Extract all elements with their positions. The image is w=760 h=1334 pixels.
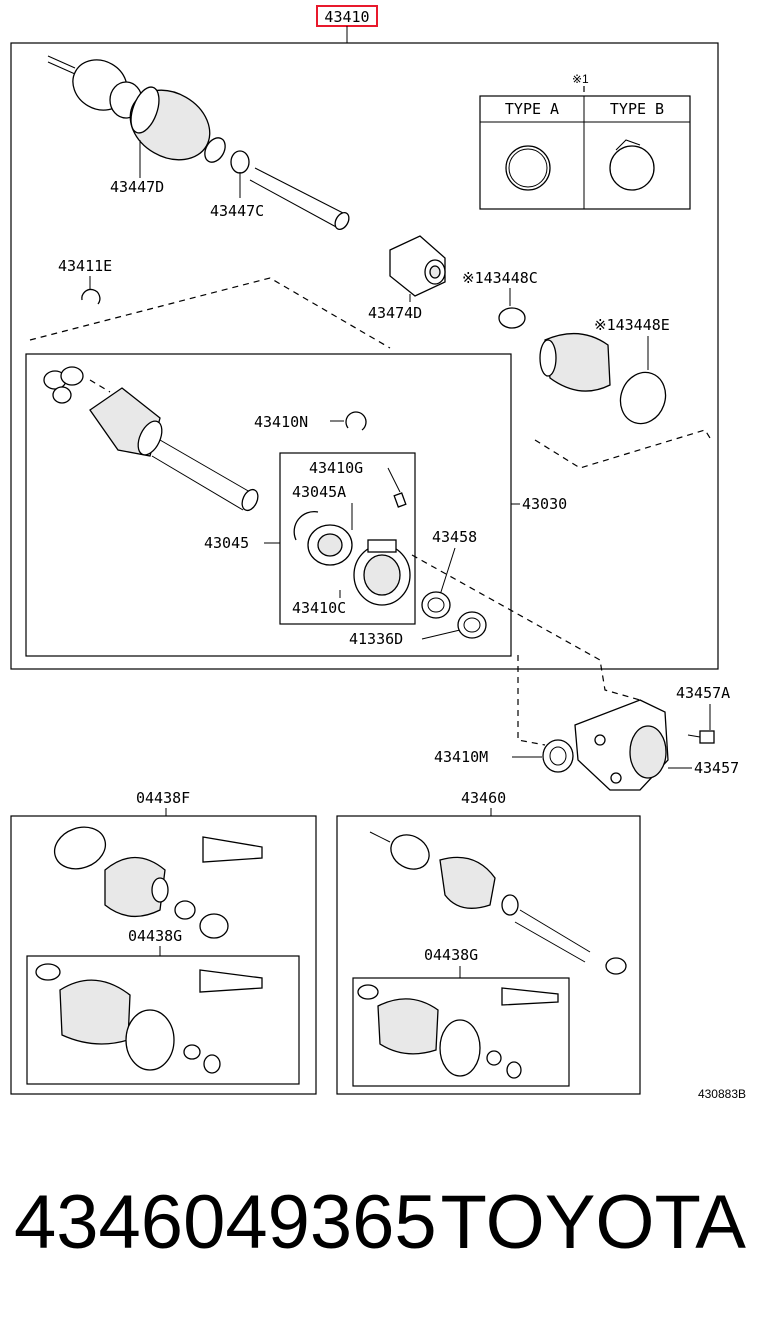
label-04438F[interactable]: 04438F [136, 789, 190, 807]
label-43410M[interactable]: 43410M [434, 748, 488, 766]
clamp-type-b-icon [609, 145, 655, 191]
label-43447C[interactable]: 43447C [210, 202, 264, 220]
boot-kit-subframe-left [26, 955, 300, 1085]
boot-kit-frame-04438F [10, 815, 317, 1095]
dash-leader-right [534, 429, 711, 469]
boot-kit-subframe-right [352, 977, 570, 1087]
leader-41336D [421, 629, 461, 640]
assembly-number-label[interactable]: 43410 [324, 8, 369, 26]
part-number: 4346049365 [14, 1180, 437, 1265]
seal-43410M [542, 739, 574, 773]
label-43448E[interactable]: ※143448E [594, 316, 670, 334]
outer-joint-43460-drawing [369, 831, 627, 975]
label-43458[interactable]: 43458 [432, 528, 477, 546]
boot-kit-04438G-right-drawing [357, 984, 559, 1079]
clamp-type-a-label: TYPE A [505, 100, 559, 118]
pin-43410G [393, 492, 407, 508]
bolt-43457A [687, 730, 715, 744]
boot-kit-04438F-drawing [53, 826, 263, 939]
boot-43448E [539, 332, 667, 425]
drawing-number: 430883B [698, 1087, 746, 1101]
label-04438G-left[interactable]: 04438G [128, 927, 182, 945]
seal-43458 [421, 591, 451, 619]
label-41336D[interactable]: 41336D [349, 630, 403, 648]
inner-shaft-drawing [43, 366, 259, 512]
bearing-43045A [293, 510, 353, 566]
label-43460[interactable]: 43460 [461, 789, 506, 807]
inner-joint-frame-43030 [25, 353, 512, 657]
label-43457[interactable]: 43457 [694, 759, 739, 777]
label-43410G[interactable]: 43410G [309, 459, 363, 477]
snap-ring-43411E [81, 288, 101, 305]
label-43448C[interactable]: ※143448C [462, 269, 538, 287]
label-43030[interactable]: 43030 [522, 495, 567, 513]
boot-kit-04438G-left-drawing [35, 963, 263, 1074]
dash-leader-seal [517, 655, 546, 746]
snap-ring-43410N [345, 411, 367, 431]
product-footer: 4346049365 TOYOTA [0, 1185, 760, 1295]
label-04438G-right[interactable]: 04438G [424, 946, 478, 964]
bearing-housing-43410C [353, 539, 411, 606]
dash-leader-upper [29, 277, 391, 349]
clamp-43448C [498, 307, 526, 329]
outer-joint-assembly-drawing [47, 55, 350, 231]
label-43474D[interactable]: 43474D [368, 304, 422, 322]
leader-43410G [387, 467, 401, 493]
label-43045[interactable]: 43045 [204, 534, 249, 552]
clamp-type-table: ※1 TYPE A TYPE B [479, 72, 691, 210]
bearing-43474D [389, 235, 446, 297]
drive-shaft-frame-43460 [336, 815, 641, 1095]
leader-43458 [439, 547, 456, 596]
main-assembly-frame [10, 42, 719, 670]
label-43410C[interactable]: 43410C [292, 599, 346, 617]
clamp-type-b-label: TYPE B [610, 100, 664, 118]
bearing-subassembly-frame [279, 452, 416, 625]
label-43410N[interactable]: 43410N [254, 413, 308, 431]
label-43457A[interactable]: 43457A [676, 684, 730, 702]
clamp-type-a-icon [505, 145, 551, 191]
bearing-bracket-43457 [574, 699, 669, 791]
seal-41336D [457, 611, 487, 639]
label-43447D[interactable]: 43447D [110, 178, 164, 196]
brand-name: TOYOTA [440, 1180, 746, 1265]
clamp-type-frame [479, 95, 691, 210]
label-43045A[interactable]: 43045A [292, 483, 346, 501]
label-43411E[interactable]: 43411E [58, 257, 112, 275]
note-mark: ※1 [572, 72, 589, 86]
